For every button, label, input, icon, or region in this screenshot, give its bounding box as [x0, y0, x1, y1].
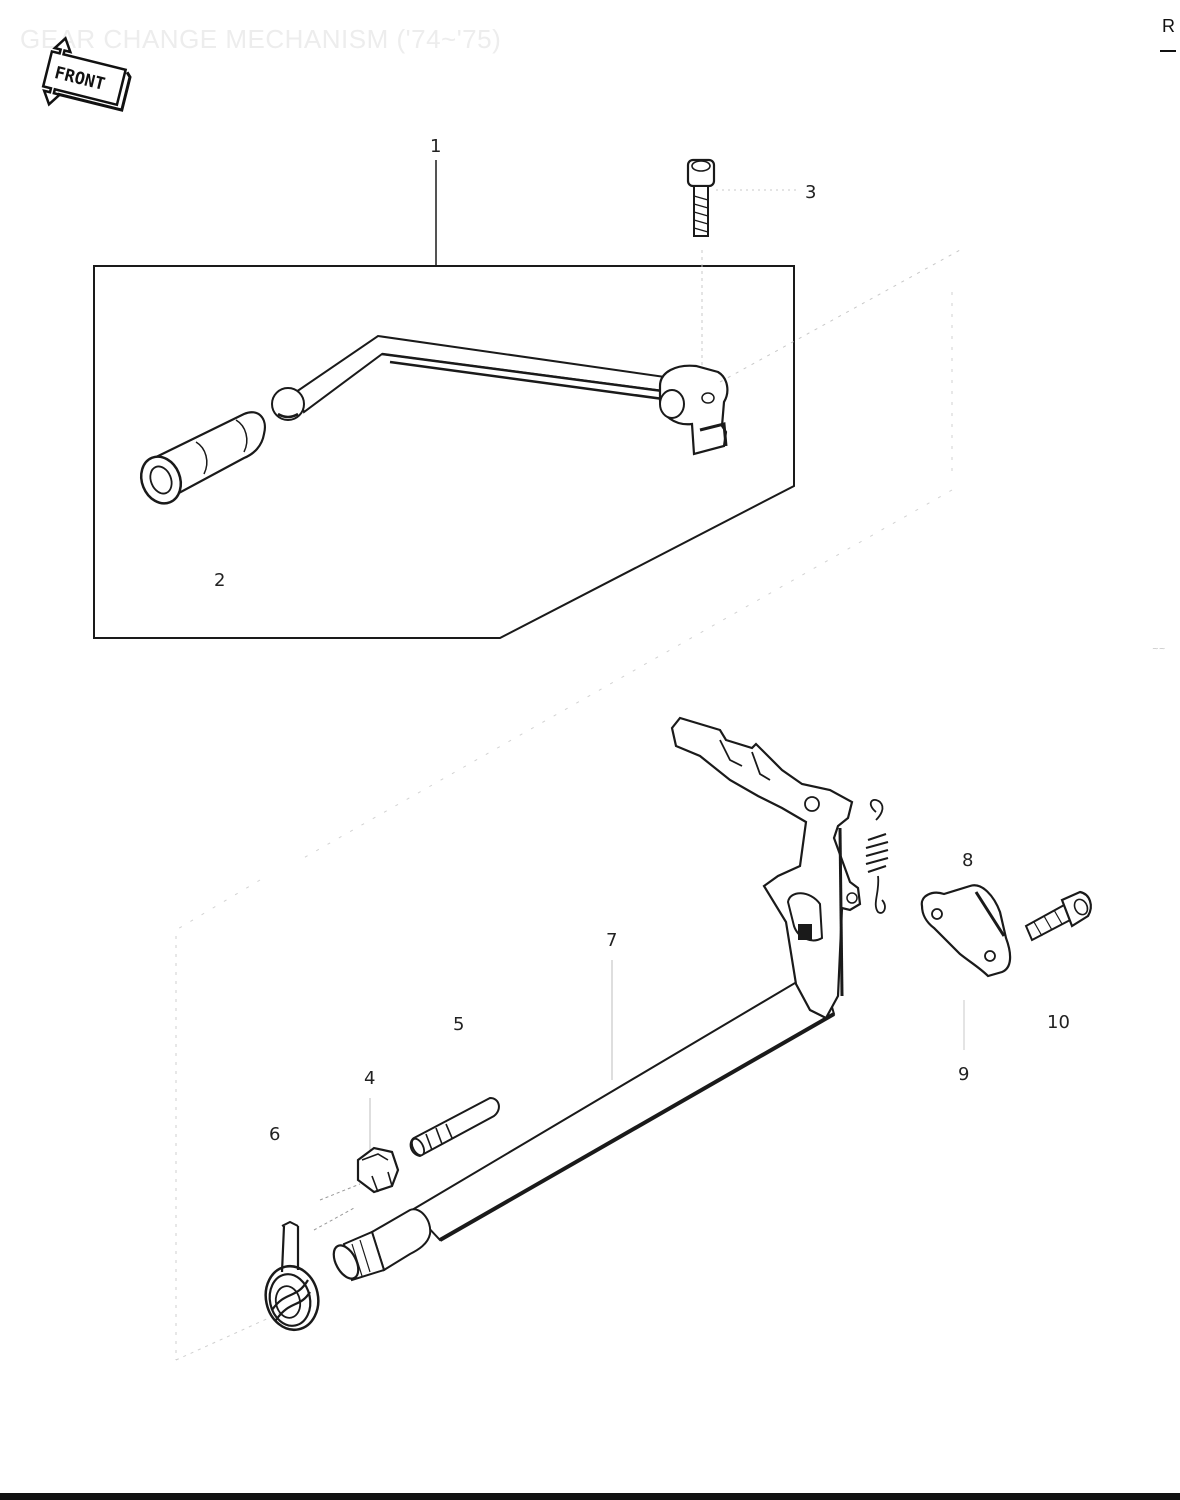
pedal-clamp-hole [701, 392, 715, 404]
plate-bolt-socket [1073, 898, 1089, 916]
return-spring [264, 1220, 320, 1332]
stopper-plate-hole-2 [984, 950, 996, 962]
plate-bolt [1024, 890, 1092, 942]
callout-3: 3 [805, 182, 816, 203]
front-arrow-badge: FRONT [41, 36, 132, 112]
callout-7: 7 [606, 930, 617, 951]
clamp-axis-line [719, 249, 961, 383]
callout-2: 2 [214, 570, 225, 591]
shift-arm-window [786, 892, 824, 942]
callout-8: 8 [962, 850, 973, 871]
pedal-rubber-bore [149, 465, 173, 495]
shift-arm-plate [670, 716, 862, 1020]
return-spring-coil-wire [271, 1279, 311, 1321]
stopper-plate-body [920, 884, 1012, 978]
callout-9: 9 [958, 1064, 969, 1085]
return-spring-coil-3 [274, 1285, 302, 1319]
shift-arm-spring-post [846, 892, 858, 904]
shaft-pin-end [410, 1137, 426, 1157]
pedal-rubber [139, 411, 266, 505]
shaft-nut [356, 1146, 400, 1194]
shift-shaft-collar [370, 1208, 432, 1272]
pedal-clamp-slit [699, 422, 728, 447]
shift-shaft-tip [332, 1244, 360, 1280]
arm-spring-hook-top [869, 799, 884, 821]
shift-shaft [332, 978, 836, 1282]
pedal-ball-end [271, 387, 305, 421]
pedal-arm [294, 334, 704, 414]
return-spring-coil-2 [268, 1273, 312, 1327]
nut-axis-line [319, 1183, 361, 1201]
pedal-bolt-socket [691, 160, 711, 172]
pedal-clamp [658, 364, 729, 456]
spring-axis-line [175, 1311, 283, 1361]
shaft-axis-guide [299, 489, 953, 861]
corner-mark: R [1162, 16, 1175, 36]
bottom-rule [0, 1493, 1180, 1500]
callout-1: 1 [430, 136, 441, 157]
pedal-rubber-rib-1 [195, 441, 208, 475]
shift-arm-pin [798, 924, 812, 940]
callout-10: 10 [1047, 1012, 1070, 1033]
return-spring-arms [280, 1225, 300, 1273]
shift-pedal [271, 334, 729, 456]
shaft-nut-face [361, 1153, 389, 1161]
pedal-clamp-bore [659, 389, 685, 419]
return-spring-coil-1 [264, 1264, 320, 1332]
shaft-pin-body [409, 1096, 500, 1158]
pedal-assembly-box [93, 265, 795, 639]
arm-spring [865, 799, 889, 914]
stopper-plate-edge [974, 891, 1006, 937]
nut-axis-line-2 [313, 1207, 355, 1231]
shaft-pin-knurl [425, 1123, 453, 1151]
pedal-bolt [686, 158, 716, 237]
stopper-plate [920, 884, 1012, 978]
side-note: ~~ [1152, 644, 1166, 653]
arm-spring-hook-bottom [874, 875, 886, 914]
plate-bolt-thread [1033, 909, 1063, 937]
stopper-plate-hole-1 [931, 908, 943, 920]
shift-arm-pivot [804, 796, 820, 812]
corner-dash [1160, 50, 1176, 52]
front-badge-shadow [57, 71, 132, 112]
shaft-pin [409, 1096, 500, 1158]
shift-arm-edge [838, 827, 844, 997]
shaft-axis-guide-2 [175, 879, 261, 931]
callout-4: 4 [364, 1068, 375, 1089]
pedal-rubber-rib-2 [235, 419, 248, 453]
page-title: GEAR CHANGE MECHANISM ('74~'75) [20, 24, 502, 54]
callout-5: 5 [453, 1014, 464, 1035]
pedal-rubber-end [139, 455, 183, 505]
arm-spring-coils [865, 832, 889, 874]
shaft-nut-body [356, 1146, 400, 1194]
pedal-ball-shade [277, 412, 299, 419]
return-spring-arm-top [281, 1220, 299, 1227]
shift-shaft-spline-marks [351, 1239, 371, 1277]
shift-shaft-shade [439, 1012, 835, 1242]
shift-arm-notch-2 [751, 751, 771, 781]
shift-arm-notch-1 [719, 739, 743, 767]
pedal-bolt-thread [693, 195, 709, 233]
callout-6: 6 [269, 1124, 280, 1145]
shift-arm [670, 716, 862, 1020]
shaft-nut-shade [371, 1171, 393, 1193]
